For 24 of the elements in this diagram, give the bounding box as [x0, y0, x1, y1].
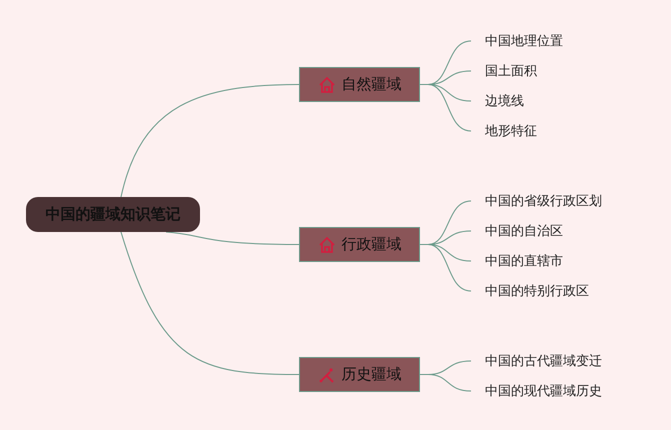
- topic-label: 历史疆域: [342, 365, 402, 384]
- topic-label: 中国的疆域知识笔记: [46, 205, 180, 224]
- connector-line: [120, 84, 300, 198]
- connector-line: [166, 232, 300, 245]
- subtopic-text: 中国的省级行政区划: [471, 191, 602, 211]
- topic-box: [299, 357, 420, 392]
- subtopic-text: 中国的现代疆域历史: [471, 381, 602, 401]
- connector-line: [120, 232, 300, 375]
- subtopic-text: 中国的特别行政区: [471, 281, 589, 301]
- topic-label: 自然疆域: [342, 75, 402, 94]
- subtopic-text: 中国的古代疆域变迁: [471, 351, 602, 371]
- central-topic-box: [26, 197, 200, 232]
- topic-box: [299, 227, 420, 262]
- subtopic-text: 边境线: [471, 91, 524, 111]
- topic-box: [299, 67, 420, 102]
- subtopic-text: 地形特征: [471, 121, 537, 141]
- subtopic-text: 中国的直辖市: [471, 251, 563, 271]
- subtopic-text: 中国的自治区: [471, 221, 563, 241]
- connector-line: [420, 244, 472, 292]
- connector-line: [420, 84, 472, 132]
- subtopic-text: 中国地理位置: [471, 31, 563, 51]
- topic-label: 行政疆域: [342, 235, 402, 254]
- subtopic-text: 国土面积: [471, 61, 537, 81]
- connector-line: [420, 374, 472, 392]
